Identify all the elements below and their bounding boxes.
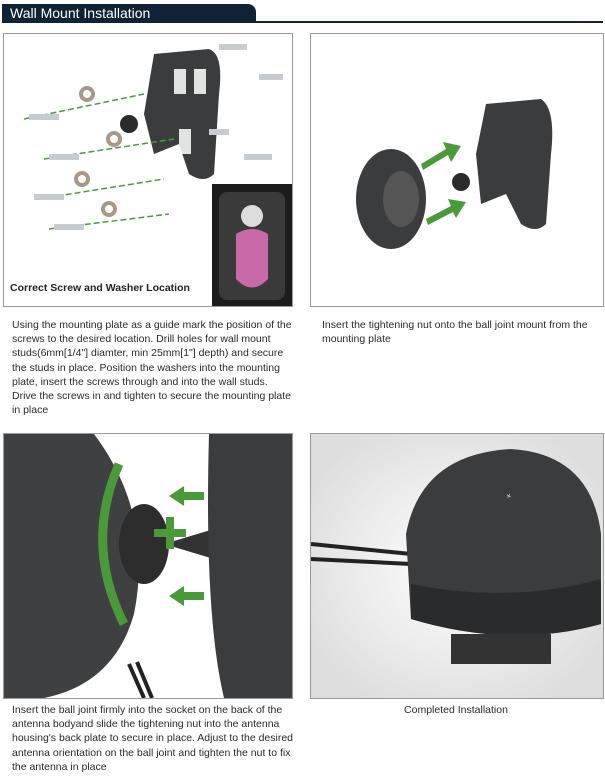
step2-caption: Insert the tightening nut onto the ball … <box>322 319 588 346</box>
step1-caption: Using the mounting plate as a guide mark… <box>12 319 292 417</box>
svg-text:✕: ✕ <box>504 493 511 499</box>
mounting-plate-illustration <box>23 44 292 306</box>
header-tab <box>2 4 256 23</box>
completed-installation-photo: ✕ <box>311 434 603 698</box>
step3-image <box>3 433 293 699</box>
section-header: Wall Mount Installation <box>0 0 605 24</box>
step1-image: Correct Screw and Washer Location <box>3 33 293 307</box>
step4-image: ✕ <box>310 433 604 699</box>
header-rule <box>2 21 603 23</box>
inset-label: Correct Screw and Washer Location <box>10 282 190 294</box>
page-title: Wall Mount Installation <box>10 5 151 21</box>
tightening-nut-illustration <box>356 99 553 249</box>
step2-image <box>310 33 604 307</box>
ball-joint-socket-illustration <box>4 434 292 698</box>
step4-caption: Completed Installation <box>404 704 508 716</box>
step3-caption: Insert the ball joint firmly into the so… <box>12 704 294 773</box>
